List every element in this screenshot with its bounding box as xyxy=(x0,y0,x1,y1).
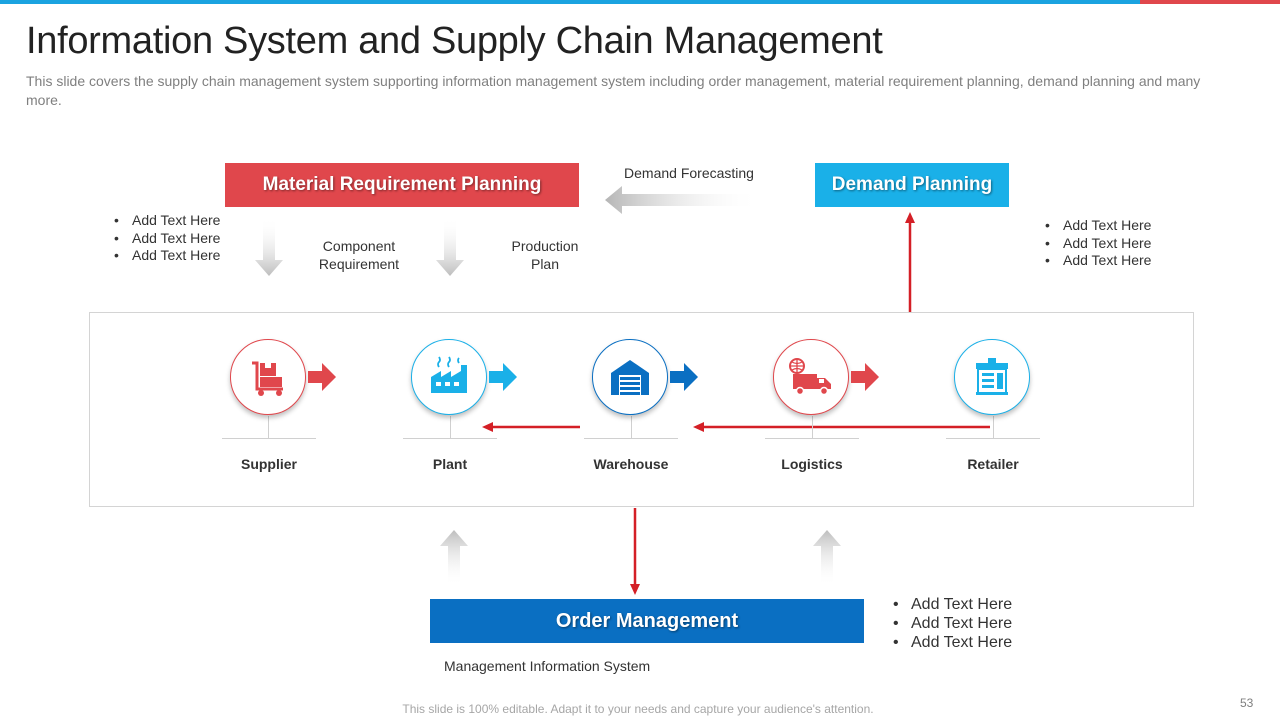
retailer-baseline xyxy=(946,438,1040,439)
bottom-bullet-list: Add Text Here Add Text Here Add Text Her… xyxy=(893,595,1012,652)
list-item: Add Text Here xyxy=(1045,252,1151,270)
left-bullet-list: Add Text Here Add Text Here Add Text Her… xyxy=(114,212,220,265)
top-accent-bar-red xyxy=(1140,0,1280,4)
logistics-node xyxy=(773,339,849,415)
retailer-to-demand-arrow xyxy=(905,212,915,223)
production-plan-line-2: Plan xyxy=(530,256,560,272)
delivery-truck-icon xyxy=(789,358,831,396)
om-to-plant-arrow xyxy=(440,530,468,586)
list-item: Add Text Here xyxy=(114,247,220,265)
plant-stem xyxy=(450,416,451,438)
list-item: Add Text Here xyxy=(893,614,1012,633)
logistics-baseline xyxy=(765,438,859,439)
retailer-to-warehouse-arrow xyxy=(693,422,704,432)
page-number: 53 xyxy=(1240,696,1254,710)
retail-store-icon xyxy=(976,358,1008,395)
footer-note: This slide is 100% editable. Adapt it to… xyxy=(402,702,874,716)
plant-node xyxy=(411,339,487,415)
retailer-label: Retailer xyxy=(967,456,1019,472)
warehouse-label: Warehouse xyxy=(593,456,669,472)
warehouse-node xyxy=(592,339,668,415)
supplier-baseline xyxy=(222,438,316,439)
list-item: Add Text Here xyxy=(893,595,1012,614)
warehouse-flow-arrow xyxy=(670,363,698,391)
supplier-label: Supplier xyxy=(240,456,297,472)
list-item: Add Text Here xyxy=(1045,235,1151,253)
supplier-node xyxy=(230,339,306,415)
logistics-stem xyxy=(812,416,813,438)
supplier-stem xyxy=(268,416,269,438)
production-arrow xyxy=(436,218,464,276)
demand-forecasting-label: Demand Forecasting xyxy=(624,165,754,181)
warehouse-icon xyxy=(611,360,649,395)
component-requirement-line-1: Component xyxy=(322,238,396,254)
material-requirement-planning-box: Material Requirement Planning xyxy=(225,163,579,207)
logistics-flow-arrow xyxy=(851,363,879,391)
mis-label: Management Information System xyxy=(444,658,651,674)
list-item: Add Text Here xyxy=(114,212,220,230)
component-requirement-label: Component Requirement xyxy=(299,237,419,273)
component-arrow xyxy=(255,218,283,276)
warehouse-to-plant-arrow xyxy=(482,422,493,432)
retailer-node xyxy=(954,339,1030,415)
cart-boxes-icon xyxy=(252,361,283,396)
page-subtitle: This slide covers the supply chain manag… xyxy=(26,73,1201,108)
production-plan-line-1: Production xyxy=(511,238,579,254)
demand-planning-box: Demand Planning xyxy=(815,163,1009,207)
logistics-label: Logistics xyxy=(781,456,843,472)
component-requirement-line-2: Requirement xyxy=(318,256,400,272)
page-title: Information System and Supply Chain Mana… xyxy=(26,20,883,62)
list-item: Add Text Here xyxy=(893,633,1012,652)
om-to-logistics-arrow xyxy=(813,530,841,586)
plant-flow-arrow xyxy=(489,363,517,391)
supplier-flow-arrow xyxy=(308,363,336,391)
list-item: Add Text Here xyxy=(1045,217,1151,235)
order-management-box: Order Management xyxy=(430,599,864,643)
factory-icon xyxy=(431,356,467,393)
list-item: Add Text Here xyxy=(114,230,220,248)
warehouse-to-order-arrow xyxy=(630,584,640,595)
top-accent-bar-blue xyxy=(0,0,1140,4)
warehouse-stem xyxy=(631,416,632,438)
plant-baseline xyxy=(403,438,497,439)
production-plan-label: Production Plan xyxy=(495,237,595,273)
supply-chain-panel xyxy=(89,312,1194,507)
plant-label: Plant xyxy=(432,456,468,472)
warehouse-baseline xyxy=(584,438,678,439)
right-bullet-list: Add Text Here Add Text Here Add Text Her… xyxy=(1045,217,1151,270)
demand-forecasting-arrow xyxy=(605,186,760,214)
retailer-stem xyxy=(993,416,994,438)
